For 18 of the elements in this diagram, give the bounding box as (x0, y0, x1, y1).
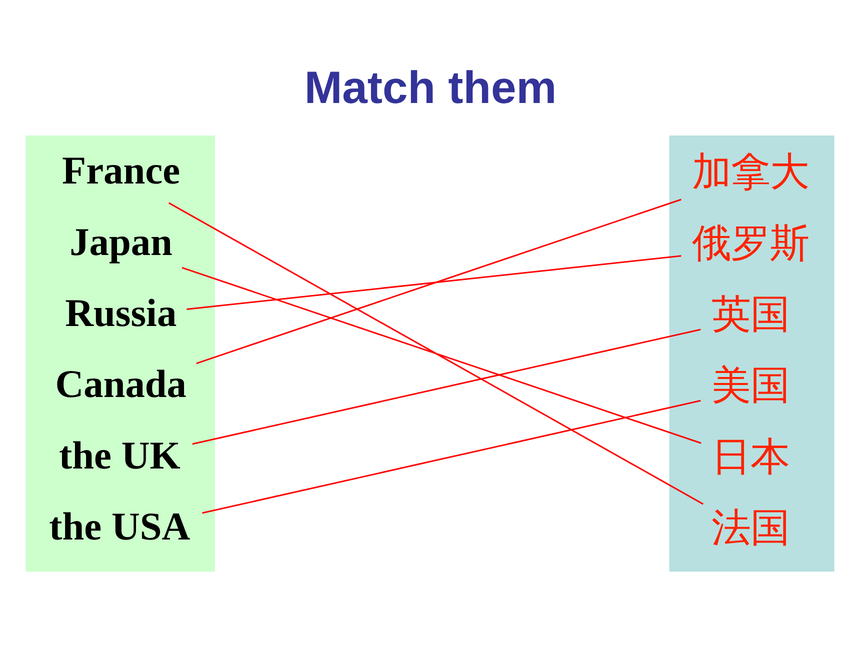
node-text: Japan (70, 220, 172, 264)
node-text: 美国 (712, 362, 790, 409)
node-text: the USA (49, 504, 190, 548)
node-text: France (62, 148, 180, 193)
node-text: Canada (55, 362, 186, 406)
cluster (669, 136, 834, 572)
connector (182, 266, 702, 444)
node-text: 英国 (712, 291, 790, 338)
connector (192, 328, 701, 445)
node-text: 法国 (712, 505, 790, 551)
cluster (26, 136, 215, 572)
node-text: the UK (59, 433, 180, 478)
connector (168, 202, 704, 505)
node-text: 日本 (712, 434, 790, 480)
node-text: 俄罗斯 (692, 220, 809, 266)
node-text: Russia (65, 290, 177, 335)
diagram-title: Match them (304, 62, 557, 113)
node-text: 加拿大 (692, 149, 809, 196)
